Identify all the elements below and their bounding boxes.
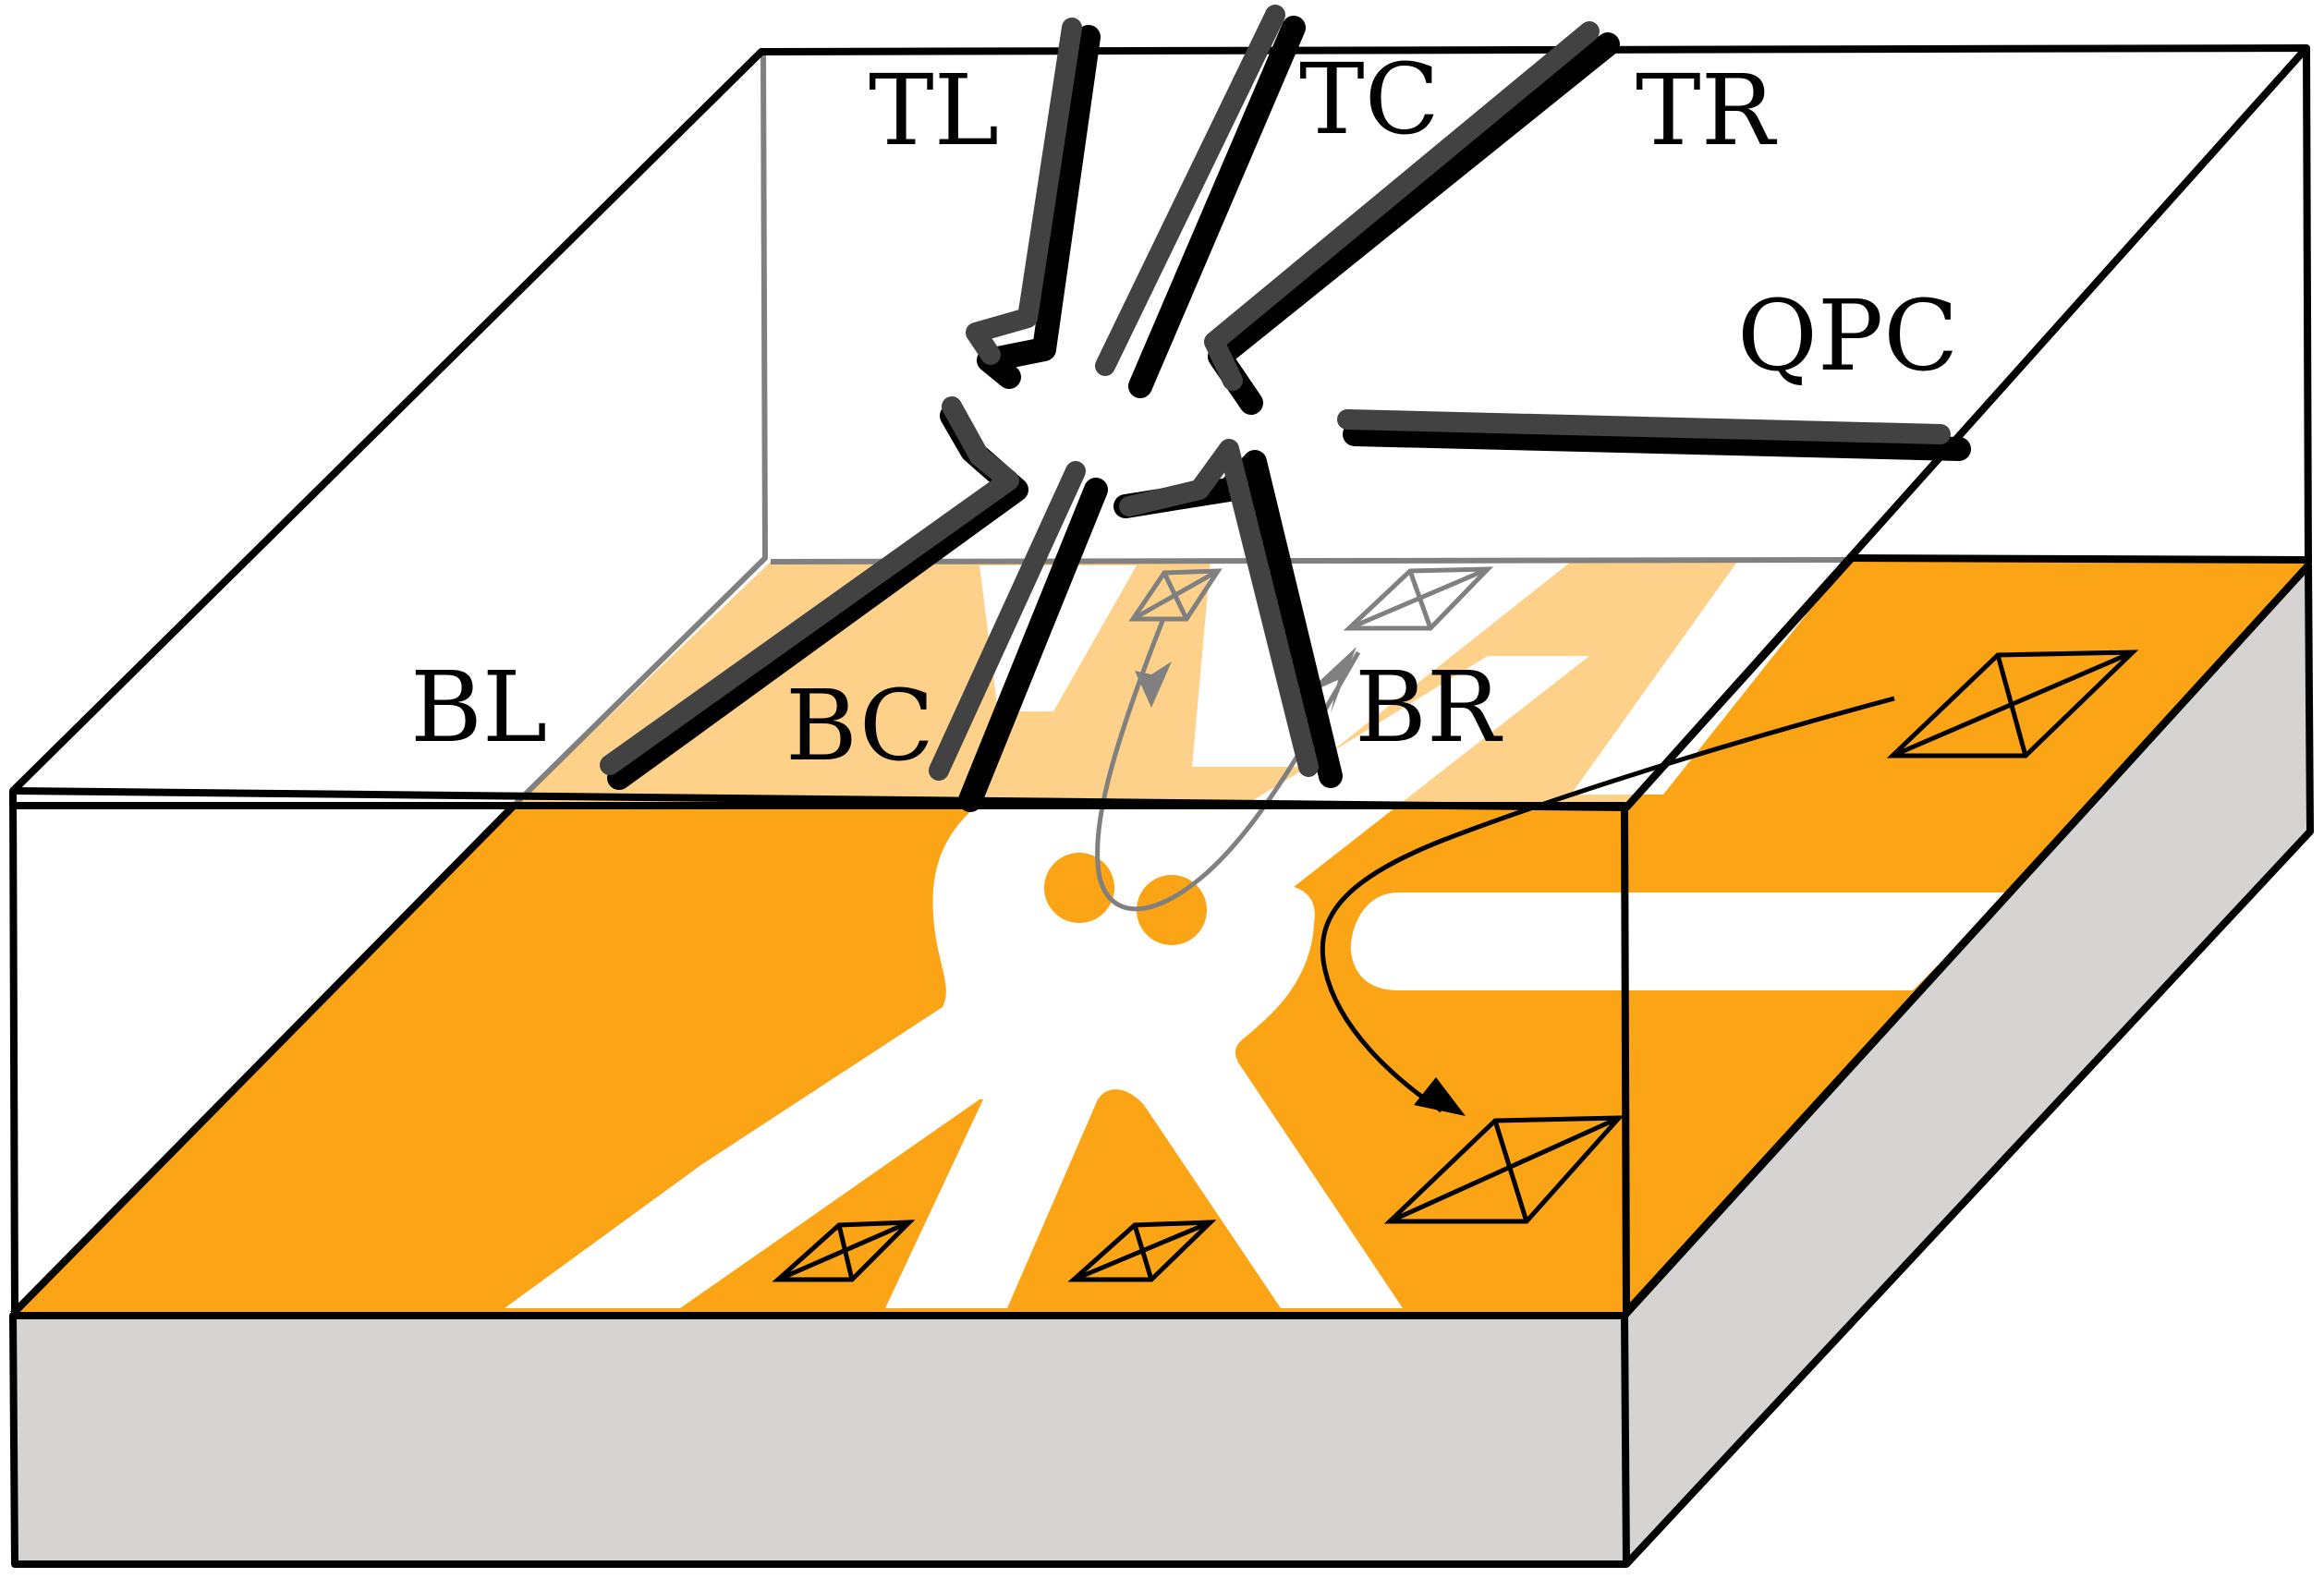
current-arrow-back-up — [1305, 647, 1357, 713]
ohmic-contact-right — [1886, 649, 2139, 759]
depletion-center — [505, 656, 1589, 1308]
substrate-outline — [9, 562, 2314, 1568]
label-br: BR — [1355, 650, 1503, 764]
gate-qpc — [1337, 409, 1951, 444]
ohmic-contact-front-2 — [1067, 1220, 1217, 1282]
gate-tl — [966, 18, 1082, 365]
electron-gas-front-region — [13, 806, 1624, 1314]
substrate-front-face — [13, 1316, 1626, 1564]
label-tl: TL — [869, 54, 999, 167]
label-tr: TR — [1636, 54, 1778, 167]
gate-tc — [1095, 5, 1285, 376]
label-bl: BL — [410, 650, 547, 764]
gate-bc — [929, 461, 1086, 781]
cap-right-vertical-edge — [2303, 47, 2312, 564]
cap-left-vertical-edge — [9, 790, 18, 1313]
quantum-dot-right — [1137, 875, 1207, 945]
ohmic-contact-back-1 — [1128, 568, 1223, 622]
current-path-back — [1095, 620, 1361, 912]
current-arrow-back-down — [1135, 662, 1172, 708]
label-bc: BC — [785, 669, 934, 783]
ohmic-contact-front-1 — [772, 1220, 916, 1282]
label-qpc: QPC — [1737, 279, 1958, 393]
ohmic-contact-front-3 — [1383, 1115, 1624, 1224]
label-tc: TC — [1299, 42, 1440, 156]
current-path-front — [1320, 696, 1895, 1113]
gate-bl — [600, 396, 1019, 775]
gate-tr — [1204, 21, 1600, 391]
substrate — [13, 565, 2310, 1564]
depletion-qpc-channel — [1350, 892, 2010, 990]
substrate-right-face — [1624, 565, 2310, 1564]
front-left-edge — [10, 803, 517, 1317]
front-right-edge — [1624, 555, 1855, 810]
depletion-back-strip-2 — [1571, 562, 1848, 795]
cap-back-left-edge — [511, 53, 768, 808]
layer-back-right-edge — [1851, 554, 2309, 564]
ohmic-contacts — [772, 566, 2139, 1282]
gate-bodies — [600, 5, 1951, 781]
gate-electrodes — [600, 5, 1971, 812]
gate-labels: TL TC TR QPC BL BC BR — [410, 42, 1958, 783]
cap-back-bottom-edge — [770, 557, 1849, 564]
ohmic-contact-back-2 — [1343, 566, 1494, 631]
gate-br — [1119, 439, 1319, 777]
current-paths — [1095, 620, 1895, 1116]
current-arrow-front — [1414, 1077, 1466, 1116]
